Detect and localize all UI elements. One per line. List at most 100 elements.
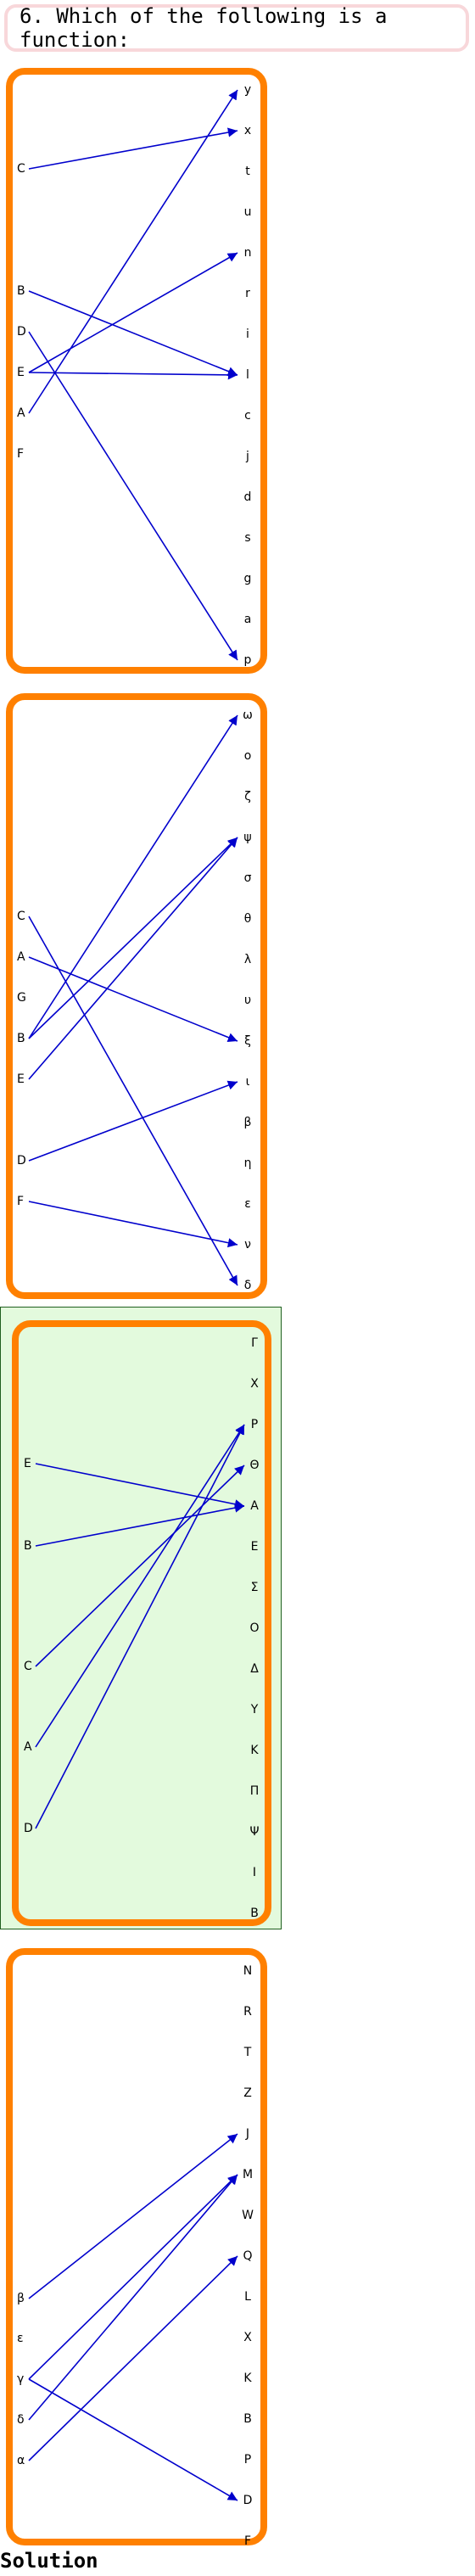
panel-3-codomain-label: B xyxy=(250,1907,259,1920)
option-panel-1[interactable] xyxy=(6,68,267,674)
panel-2-codomain-label: υ xyxy=(244,994,251,1007)
panel-1-domain-label: E xyxy=(17,366,25,379)
panel-2-domain-label: A xyxy=(17,950,25,964)
panel-1-mapping-arrow xyxy=(28,127,238,170)
panel-3-mapping-arrow xyxy=(35,1424,245,1748)
panel-2-domain-label: G xyxy=(17,991,26,1005)
question-text: 6. Which of the following is a function: xyxy=(20,4,388,52)
panel-3-codomain-label: Δ xyxy=(250,1662,259,1676)
question-box: 6. Which of the following is a function: xyxy=(4,4,469,52)
panel-2-codomain-label: β xyxy=(244,1116,252,1129)
option-panel-3[interactable] xyxy=(12,1320,271,1926)
panel-1-codomain-label: n xyxy=(244,246,252,260)
panel-2-codomain-label: ξ xyxy=(244,1034,251,1048)
panel-3-domain-label: A xyxy=(24,1740,32,1754)
panel-2-codomain-label: σ xyxy=(244,871,252,885)
panel-2-mapping-arrow xyxy=(28,956,238,1043)
selected-option-highlight xyxy=(0,1307,282,1929)
panel-1-mapping-arrow xyxy=(28,290,238,377)
panel-3-codomain-label: E xyxy=(251,1540,259,1554)
panel-1-codomain-label: l xyxy=(246,368,249,382)
panel-3-codomain-label: Σ xyxy=(251,1581,259,1594)
panel-4-domain-label: ε xyxy=(17,2332,24,2345)
panel-3-codomain-label: Γ xyxy=(251,1336,258,1350)
panel-3-codomain-label: Θ xyxy=(249,1459,259,1472)
panel-2-domain-label: D xyxy=(17,1154,26,1168)
panel-1-mapping-arrow xyxy=(28,252,238,373)
panel-3-mapping-arrow xyxy=(35,1503,245,1547)
panel-1-codomain-label: g xyxy=(244,572,252,585)
panel-4-codomain-label: J xyxy=(245,2127,249,2141)
panel-2-domain-label: E xyxy=(17,1072,25,1086)
panel-1-codomain-label: u xyxy=(244,205,252,219)
panel-1-domain-label: C xyxy=(17,162,25,176)
panel-1-mapping-arrow xyxy=(28,89,238,414)
panel-2-codomain-label: ο xyxy=(244,749,252,763)
panel-4-codomain-label: K xyxy=(243,2372,252,2385)
panel-2-mapping-arrow xyxy=(28,714,238,1039)
panel-4-domain-label: γ xyxy=(17,2372,24,2386)
panel-4-codomain-label: Q xyxy=(243,2249,252,2263)
panel-4-codomain-label: L xyxy=(244,2290,251,2304)
panel-4-codomain-label: Z xyxy=(243,2086,252,2100)
panel-2-codomain-label: ψ xyxy=(243,831,251,844)
panel-4-codomain-label: F xyxy=(244,2534,251,2548)
option-panel-2[interactable] xyxy=(6,693,267,1299)
panel-3-codomain-label: X xyxy=(250,1377,259,1391)
panel-3-codomain-label: Y xyxy=(250,1703,259,1716)
panel-3-codomain-label: I xyxy=(253,1866,256,1879)
panel-4-domain-label: δ xyxy=(17,2413,25,2427)
panel-4-codomain-label: R xyxy=(243,2005,252,2019)
panel-3-codomain-label: Π xyxy=(250,1784,260,1798)
panel-3-mapping-arrow xyxy=(35,1424,245,1829)
panel-1-codomain-label: x xyxy=(244,124,251,137)
panel-2-codomain-label: λ xyxy=(244,953,251,966)
panel-4-codomain-label: P xyxy=(244,2453,251,2467)
panel-2-mapping-arrow xyxy=(28,837,238,1039)
panel-3-domain-label: D xyxy=(24,1822,33,1835)
panel-4-mapping-arrow xyxy=(28,2133,238,2299)
panel-2-codomain-label: θ xyxy=(244,912,252,926)
panel-2-codomain-label: ω xyxy=(243,708,253,722)
panel-2-mapping-arrow xyxy=(28,1201,238,1248)
panel-3-domain-label: E xyxy=(24,1457,31,1470)
panel-2-domain-label: C xyxy=(17,910,25,923)
panel-3-codomain-label: K xyxy=(250,1744,259,1757)
panel-1-codomain-label: y xyxy=(244,83,251,97)
panel-4-mapping-arrow xyxy=(28,2378,238,2501)
panel-2-codomain-label: ε xyxy=(244,1197,251,1211)
panel-4-domain-label: β xyxy=(17,2292,25,2305)
panel-2-mapping-arrow xyxy=(28,916,238,1286)
solution-heading: Solution xyxy=(0,2549,98,2573)
panel-1-codomain-label: j xyxy=(245,450,249,463)
panel-1-codomain-label: c xyxy=(244,409,251,423)
panel-4-domain-label: α xyxy=(17,2454,25,2467)
panel-1-domain-label: B xyxy=(17,284,25,298)
panel-3-codomain-label: P xyxy=(251,1418,258,1431)
panel-4-codomain-label: W xyxy=(242,2209,254,2222)
panel-2-codomain-label: ζ xyxy=(244,790,251,804)
panel-4-codomain-label: M xyxy=(243,2168,253,2181)
panel-3-codomain-label: A xyxy=(250,1499,259,1513)
option-panel-4[interactable] xyxy=(6,1948,267,2545)
panel-4-mapping-arrow xyxy=(28,2255,238,2461)
panel-1-codomain-label: i xyxy=(246,328,249,341)
panel-1-domain-label: A xyxy=(17,406,25,420)
panel-4-codomain-label: B xyxy=(243,2412,252,2426)
panel-2-mapping-arrow xyxy=(28,837,238,1080)
panel-2-codomain-label: ι xyxy=(246,1075,250,1089)
panel-3-domain-label: B xyxy=(24,1539,32,1553)
panel-3-codomain-label: Ψ xyxy=(249,1825,259,1839)
panel-1-domain-label: F xyxy=(17,447,24,461)
panel-3-domain-label: C xyxy=(24,1660,32,1673)
panel-4-codomain-label: T xyxy=(243,2046,252,2059)
panel-4-mapping-arrow xyxy=(28,2174,238,2380)
panel-1-codomain-label: r xyxy=(245,287,250,300)
panel-4-codomain-label: D xyxy=(243,2494,253,2507)
panel-2-domain-label: B xyxy=(17,1032,25,1045)
panel-1-codomain-label: t xyxy=(245,165,250,178)
panel-2-codomain-label: δ xyxy=(244,1279,252,1292)
panel-4-codomain-label: N xyxy=(243,1964,252,1978)
panel-2-domain-label: F xyxy=(17,1195,24,1208)
